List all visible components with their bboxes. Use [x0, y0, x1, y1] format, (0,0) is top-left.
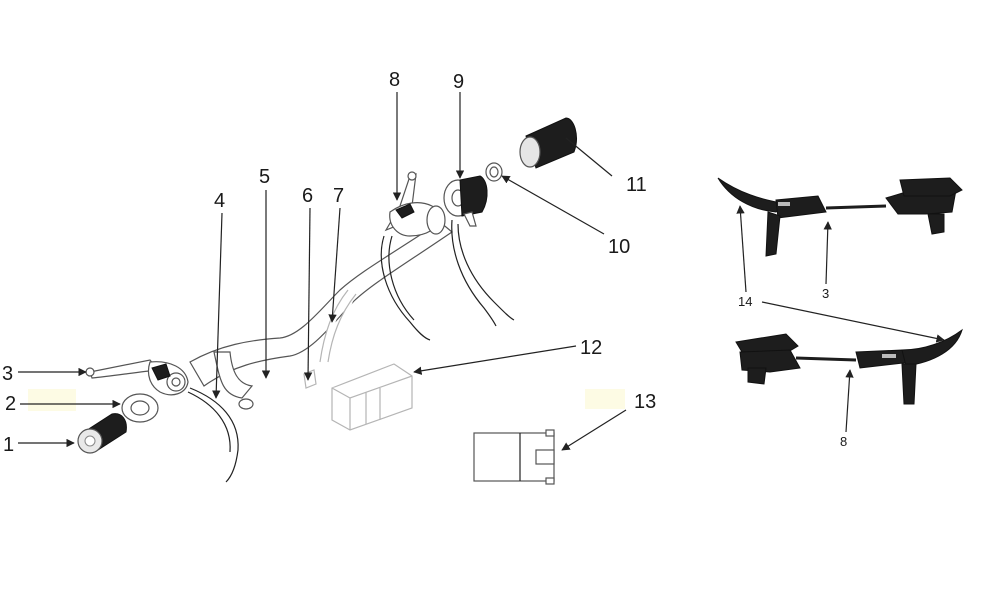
- callout-leaders: [18, 92, 945, 451]
- callout-8: 8: [389, 69, 400, 91]
- callout-4: 4: [214, 190, 225, 212]
- right-grip: [519, 117, 577, 169]
- inset-brake-set-bottom: [735, 328, 963, 405]
- callout-13: 13: [634, 391, 656, 413]
- controller-box: [331, 363, 413, 431]
- callout-11: 11: [626, 174, 647, 196]
- center-cables: [319, 289, 357, 363]
- callout-10: 10: [608, 236, 630, 258]
- right-bearing-ring: [485, 162, 503, 182]
- callout-9: 9: [453, 71, 464, 93]
- label-highlight-2: [28, 389, 76, 411]
- inset-label-14: 14: [738, 294, 752, 309]
- right-brake-lever: [380, 171, 446, 341]
- inset-label-8: 8: [840, 434, 847, 449]
- left-bearing-ring: [121, 393, 159, 423]
- callout-2: 2: [5, 393, 16, 415]
- callout-3: 3: [2, 363, 13, 385]
- callout-1: 1: [3, 434, 14, 456]
- inset-brake-set-top: [717, 177, 963, 257]
- handlebar: [189, 221, 453, 410]
- callout-7: 7: [333, 185, 344, 207]
- cable-end-fitting: [303, 369, 317, 389]
- left-brake-cable: [187, 387, 239, 483]
- left-brake-lever: [85, 359, 189, 396]
- mounting-bracket: [473, 429, 555, 485]
- callout-12: 12: [580, 337, 602, 359]
- inset-label-3: 3: [822, 286, 829, 301]
- right-shifter: [443, 175, 515, 327]
- callout-6: 6: [302, 185, 313, 207]
- left-grip: [77, 413, 127, 454]
- callout-5: 5: [259, 166, 270, 188]
- label-highlight-13: [585, 389, 625, 409]
